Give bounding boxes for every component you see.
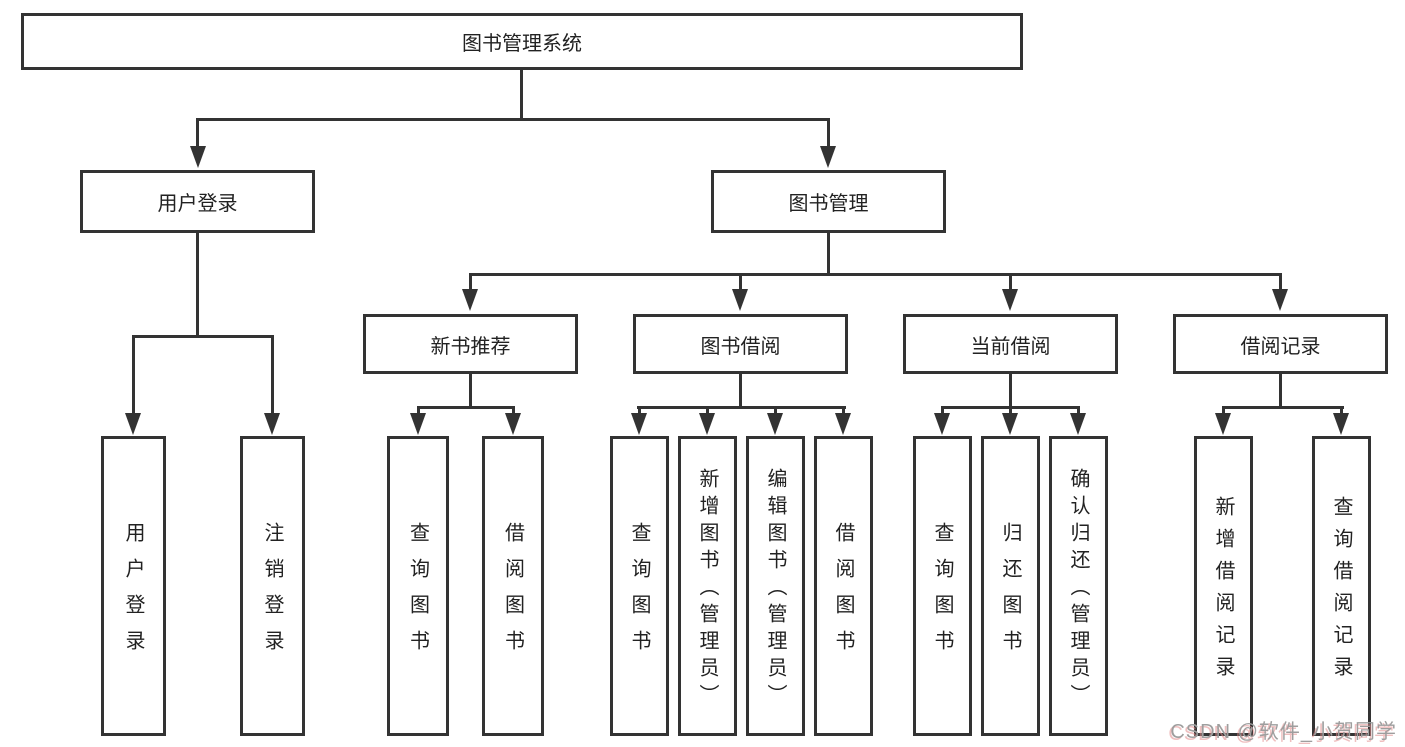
connector-line: [638, 406, 641, 418]
connector-line: [1279, 372, 1282, 409]
arrowhead: [190, 146, 206, 168]
node-user-login-label: 用户登录: [157, 193, 238, 215]
leaf-current-return-books: 归还图书: [981, 436, 1040, 736]
leaf-records-add-record-label: 新增借阅记录: [1212, 496, 1234, 688]
connector-line: [1077, 406, 1080, 418]
leaf-borrow-add-books-admin-label: 新增图书（管理员）: [696, 468, 718, 711]
connector-line: [827, 118, 830, 148]
connector-line: [637, 406, 846, 409]
connector-line: [512, 406, 515, 418]
node-current-borrowing-label: 当前借阅: [970, 335, 1051, 358]
arrowhead: [462, 289, 478, 311]
leaf-records-query-record-label: 查询借阅记录: [1330, 496, 1352, 688]
node-user-login: 用户登录: [80, 170, 315, 233]
arrowhead: [125, 413, 141, 435]
connector-line: [469, 273, 472, 293]
arrowhead: [1002, 289, 1018, 311]
leaf-borrow-edit-books-admin-label: 编辑图书（管理员）: [764, 468, 786, 711]
leaf-borrow-query-books: 查询图书: [610, 436, 669, 736]
connector-line: [417, 406, 515, 409]
arrowhead: [835, 413, 851, 435]
arrowhead: [410, 413, 426, 435]
connector-line: [941, 406, 944, 418]
node-borrowing-records-label: 借阅记录: [1240, 335, 1321, 358]
node-library-system-label: 图书管理系统: [462, 33, 582, 55]
node-new-book-recommend-label: 新书推荐: [430, 335, 511, 358]
leaf-borrow-borrow-books-label: 借阅图书: [832, 522, 854, 666]
leaf-current-query-books: 查询图书: [913, 436, 972, 736]
connector-line: [1279, 273, 1282, 293]
arrowhead: [820, 146, 836, 168]
connector-line: [417, 406, 420, 418]
connector-line: [739, 372, 742, 409]
leaf-logout-label: 注销登录: [261, 522, 283, 666]
leaf-current-query-books-label: 查询图书: [931, 522, 953, 666]
connector-line: [1222, 406, 1225, 418]
leaf-current-confirm-return-admin-label: 确认归还（管理员）: [1067, 468, 1089, 711]
leaf-borrow-edit-books-admin: 编辑图书（管理员）: [746, 436, 805, 736]
leaf-recommend-borrow-books: 借阅图书: [482, 436, 544, 736]
arrowhead: [934, 413, 950, 435]
leaf-current-return-books-label: 归还图书: [999, 522, 1021, 666]
arrowhead: [732, 289, 748, 311]
connector-line: [774, 406, 777, 418]
arrowhead: [1333, 413, 1349, 435]
node-book-management-label: 图书管理: [788, 193, 869, 215]
leaf-borrow-borrow-books: 借阅图书: [814, 436, 873, 736]
arrowhead: [631, 413, 647, 435]
connector-line: [520, 66, 523, 121]
connector-line: [1222, 406, 1344, 409]
leaf-borrow-add-books-admin: 新增图书（管理员）: [678, 436, 737, 736]
leaf-records-add-record: 新增借阅记录: [1194, 436, 1253, 736]
connector-line: [827, 231, 830, 276]
connector-line: [1009, 406, 1012, 418]
node-new-book-recommend: 新书推荐: [363, 314, 578, 374]
arrowhead: [1070, 413, 1086, 435]
node-library-system: 图书管理系统: [21, 13, 1023, 70]
arrowhead: [505, 413, 521, 435]
arrowhead: [1002, 413, 1018, 435]
connector-line: [196, 118, 199, 148]
leaf-logout: 注销登录: [240, 436, 305, 736]
arrowhead: [264, 413, 280, 435]
arrowhead: [1215, 413, 1231, 435]
arrowhead: [699, 413, 715, 435]
leaf-user-login: 用户登录: [101, 436, 166, 736]
connector-line: [469, 372, 472, 409]
leaf-recommend-query-books-label: 查询图书: [406, 522, 429, 666]
connector-line: [1009, 273, 1012, 293]
node-book-borrowing: 图书借阅: [633, 314, 848, 374]
csdn-watermark: CSDN @软件_小贺同学: [1170, 721, 1397, 743]
leaf-records-query-record: 查询借阅记录: [1312, 436, 1371, 736]
node-borrowing-records: 借阅记录: [1173, 314, 1388, 374]
connector-line: [1009, 372, 1012, 409]
node-book-management: 图书管理: [711, 170, 946, 233]
leaf-recommend-borrow-books-label: 借阅图书: [501, 522, 524, 666]
node-current-borrowing: 当前借阅: [903, 314, 1118, 374]
arrowhead: [1272, 289, 1288, 311]
leaf-user-login-label: 用户登录: [122, 522, 144, 666]
leaf-current-confirm-return-admin: 确认归还（管理员）: [1049, 436, 1108, 736]
connector-line: [196, 118, 830, 121]
connector-line: [842, 406, 845, 418]
node-book-borrowing-label: 图书借阅: [700, 335, 781, 358]
connector-line: [1340, 406, 1343, 418]
connector-line: [196, 231, 199, 337]
connector-line: [132, 335, 274, 338]
arrowhead: [767, 413, 783, 435]
connector-line: [132, 335, 135, 415]
leaf-recommend-query-books: 查询图书: [387, 436, 449, 736]
connector-line: [271, 335, 274, 415]
leaf-borrow-query-books-label: 查询图书: [628, 522, 650, 666]
connector-line: [739, 273, 742, 293]
connector-line: [469, 273, 1282, 276]
connector-line: [706, 406, 709, 418]
